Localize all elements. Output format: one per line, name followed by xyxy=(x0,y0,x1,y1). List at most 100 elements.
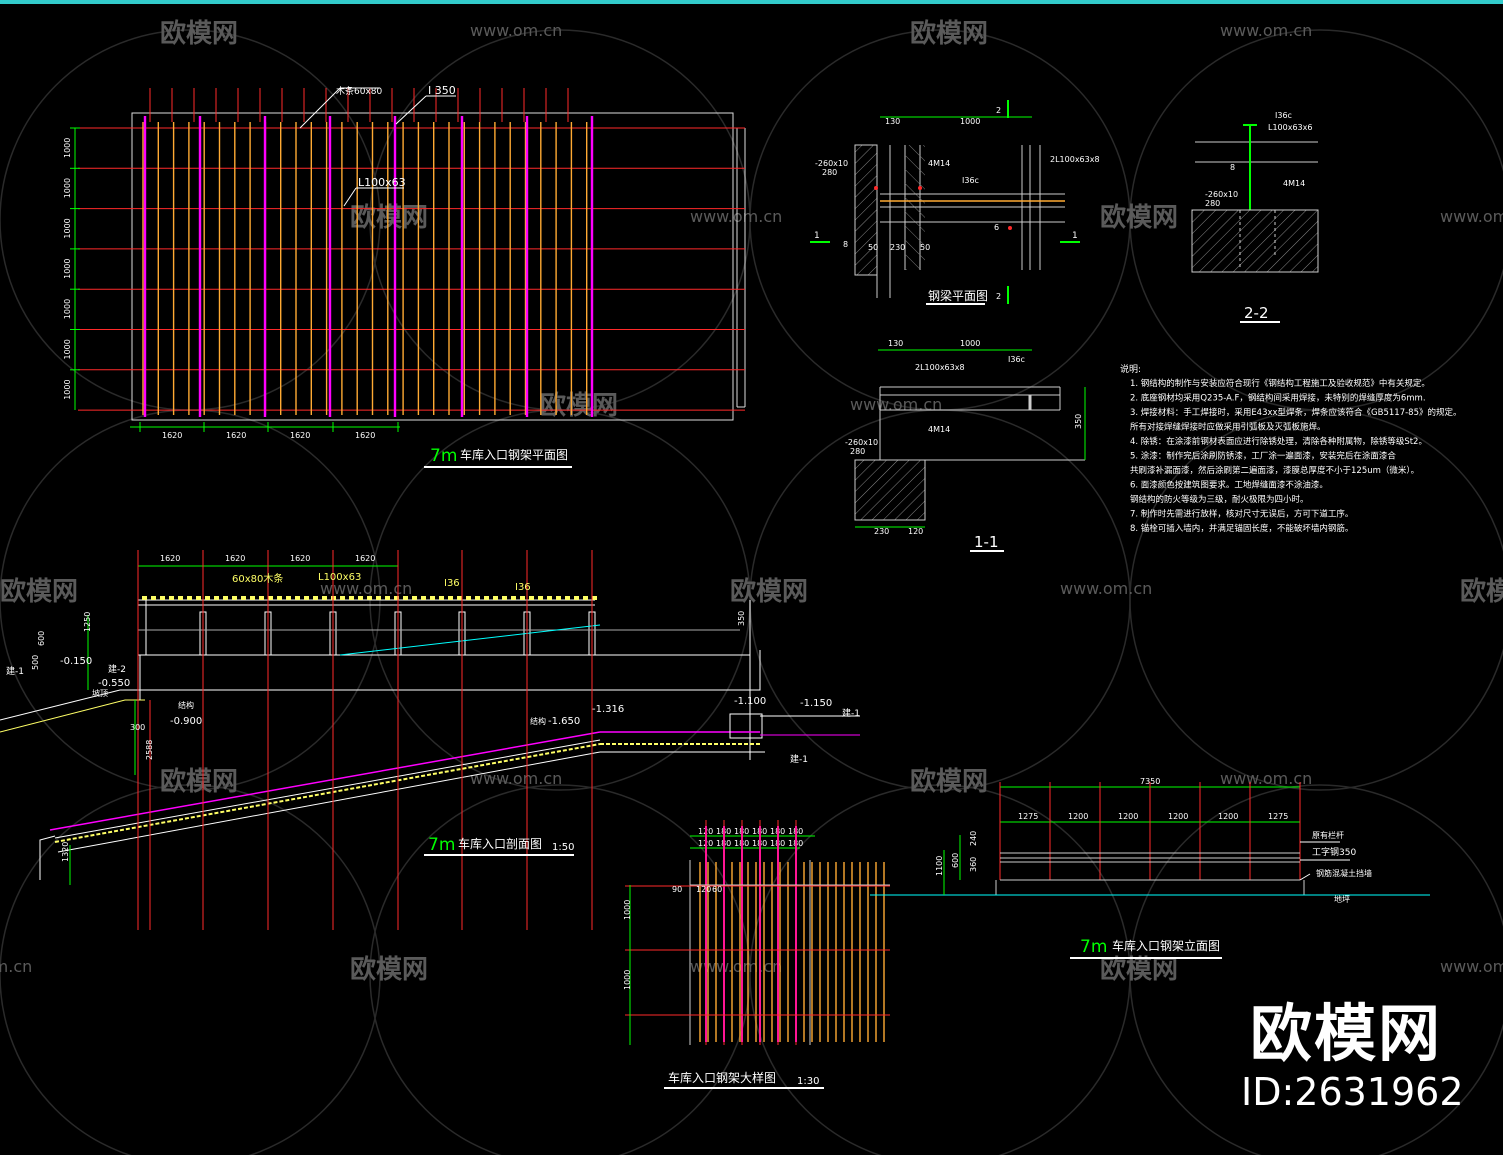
side-wood-slat xyxy=(412,596,417,600)
s22-weld: 8 xyxy=(1230,163,1235,172)
watermark-url: www.om.cn xyxy=(1060,579,1152,598)
bp-sec-2-bottom: 2 xyxy=(996,292,1001,301)
watermark-url: www.om.cn xyxy=(690,207,782,226)
side-wood-slat xyxy=(277,596,282,600)
watermark-brand: 欧模网 xyxy=(0,576,78,607)
side-label-struct2: 结构 xyxy=(530,716,546,726)
plan-dim-y-label: 1000 xyxy=(63,339,72,359)
side-wood-slat xyxy=(313,596,318,600)
s11-bolt: 4M14 xyxy=(928,425,950,434)
side-wood-slat xyxy=(142,596,147,600)
drawing-frame-top xyxy=(0,0,1503,4)
side-wood-slat xyxy=(295,596,300,600)
watermark-brand: 欧模网 xyxy=(160,18,238,49)
elev-title-prefix: 7m xyxy=(1080,937,1107,957)
side-label-slope: 坡顶 xyxy=(92,688,108,698)
notes-line: 5. 涂漆：制作完后涂刷防锈漆，工厂涂一遍面漆，安装完后在涂面漆合 xyxy=(1130,451,1396,462)
side-wood-slat xyxy=(547,596,552,600)
watermark-url: www.om.cn xyxy=(1440,207,1503,226)
plan-dim-x-label: 1620 xyxy=(290,431,310,440)
ld-d1000b: 1000 xyxy=(623,970,632,990)
watermark-brand: 欧模网 xyxy=(1100,954,1178,985)
bp-sec-1-left: 1 xyxy=(814,231,820,241)
design-notes: 说明: 1. 钢结构的制作与安装应符合现行《钢结构工程施工及验收规范》中有关规定… xyxy=(1120,363,1462,534)
side-wood-slat xyxy=(358,596,363,600)
side-wood-slat xyxy=(367,596,372,600)
s22-angle: L100x63x6 xyxy=(1268,123,1312,132)
side-label-j2: 建-2 xyxy=(108,663,126,675)
side-wood-slat xyxy=(385,596,390,600)
bp-plate: -260x10 xyxy=(815,159,848,168)
s11-dim-b: 1000 xyxy=(960,339,980,348)
elev-total: 7350 xyxy=(1140,777,1160,786)
side-label-j1: 建-1 xyxy=(6,665,24,677)
bp-dim-a: 130 xyxy=(885,117,900,126)
side-wood-slat xyxy=(538,596,543,600)
bp-sec-2-top: 2 xyxy=(996,106,1001,115)
side-i2: I36 xyxy=(515,582,531,593)
side-wood: 60x80木条 xyxy=(232,572,283,585)
plan-title: 车库入口钢架平面图 xyxy=(460,447,568,462)
side-wood-slat xyxy=(493,596,498,600)
side-wood-slat xyxy=(250,596,255,600)
s11-angle: 2L100x63x8 xyxy=(915,363,965,372)
notes-line: 1. 钢结构的制作与安装应符合现行《钢结构工程施工及验收规范》中有关规定。 xyxy=(1130,378,1430,389)
plan-dim-x-label: 1620 xyxy=(162,431,182,440)
watermark-brand: 欧模网 xyxy=(1100,202,1178,233)
side-elev-g: -1.150 xyxy=(800,698,832,709)
elev-dim-label: 1200 xyxy=(1168,812,1188,821)
bp-d230: 230 xyxy=(890,243,905,252)
side-label-j3: 建-1 xyxy=(842,707,860,719)
notes-line: 7. 制作时先需进行放样，核对尺寸无误后，方可下道工序。 xyxy=(1130,509,1353,520)
side-wood-slat xyxy=(178,596,183,600)
notes-line: 4. 除锈：在涂漆前钢材表面应进行除锈处理，清除各种附属物，除锈等级St2。 xyxy=(1130,436,1427,447)
elev-title: 车库入口钢架立面图 xyxy=(1112,938,1220,953)
watermark-brand: 欧模网 xyxy=(160,766,238,797)
side-wood-slat xyxy=(268,596,273,600)
side-wood-slat xyxy=(232,596,237,600)
notes-line: 2. 底座钢材均采用Q235-A.F，钢结构间采用焊接，未特别的焊缝厚度为6mm… xyxy=(1130,393,1426,404)
elev-label-beam: 工字钢350 xyxy=(1312,846,1356,858)
watermark-url: www.om.cn xyxy=(470,769,562,788)
side-elev-d: -1.316 xyxy=(592,704,624,715)
bp-sec-1-right: 1 xyxy=(1072,231,1078,241)
s22-title: 2-2 xyxy=(1244,304,1269,322)
side-wood-slat xyxy=(151,596,156,600)
notes-line: 3. 焊接材料：手工焊接时，采用E43xx型焊条，焊条应该符合《GB5117-8… xyxy=(1130,407,1462,418)
side-wood-slat xyxy=(556,596,561,600)
watermark-tiles: 欧模网 www.om.cn 欧模网 www.om.cn www.om.cn 欧模… xyxy=(0,18,1503,985)
notes-heading: 说明: xyxy=(1120,363,1141,375)
side-d1250: 1250 xyxy=(83,612,92,632)
plan-outline xyxy=(131,112,734,421)
side-wood-slat xyxy=(340,596,345,600)
elev-dim-label: 1275 xyxy=(1018,812,1038,821)
ld-title: 车库入口钢架大样图 xyxy=(668,1070,776,1085)
s11-d230: 230 xyxy=(874,527,889,536)
watermark-url: www.om.cn xyxy=(1220,769,1312,788)
watermark-brand: 欧模网 xyxy=(730,576,808,607)
ld-d90: 90 xyxy=(672,885,682,894)
ld-d120: 120 xyxy=(696,885,711,894)
side-wood-slat xyxy=(241,596,246,600)
elev-dim-label: 1275 xyxy=(1268,812,1288,821)
notes-line: 钢结构的防火等级为三级，耐火极限为四小时。 xyxy=(1130,494,1309,505)
side-wood-slat xyxy=(196,596,201,600)
side-elev-e: -1.650 xyxy=(548,716,580,727)
side-title: 车库入口剖面图 xyxy=(458,836,542,851)
s11-d120: 120 xyxy=(908,527,923,536)
plan-dim-y-label: 1000 xyxy=(63,379,72,399)
side-d2588: 2588 xyxy=(145,740,154,760)
plan-dim-x-label: 1620 xyxy=(355,431,375,440)
bp-plate-w: 280 xyxy=(822,168,837,177)
side-wood-slat xyxy=(574,596,579,600)
s22-bolt: 4M14 xyxy=(1283,179,1305,188)
s22-plate-w: 280 xyxy=(1205,199,1220,208)
plan-dim-y-label: 1000 xyxy=(63,138,72,158)
plan-dim-y-label: 1000 xyxy=(63,218,72,238)
side-title-prefix: 7m xyxy=(428,835,455,855)
side-dim-label: 1620 xyxy=(160,554,180,563)
watermark-brand: 欧模网 xyxy=(910,766,988,797)
